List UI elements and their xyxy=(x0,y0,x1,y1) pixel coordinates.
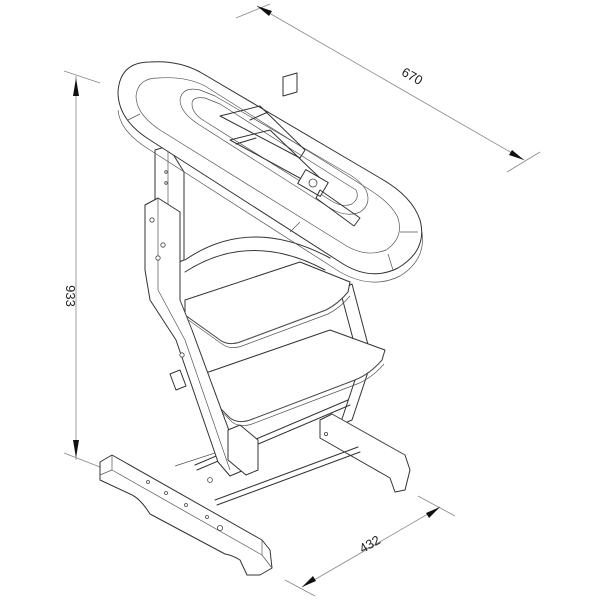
dimension-line xyxy=(256,5,525,161)
side-frame-right xyxy=(227,424,259,476)
arrow-icon xyxy=(73,440,79,458)
infant-seat-tray xyxy=(117,61,423,283)
dimension-width: 432 xyxy=(284,495,456,597)
extension-line xyxy=(235,3,271,19)
extension-line xyxy=(506,151,541,173)
dimension-depth: 670 xyxy=(235,3,541,173)
base-foot-left xyxy=(99,454,273,576)
arrow-icon xyxy=(73,78,79,96)
side-frame-left xyxy=(144,145,245,483)
foot-board xyxy=(199,329,386,426)
arrow-icon xyxy=(426,507,440,518)
dimension-line xyxy=(301,506,441,588)
extension-line xyxy=(63,70,101,84)
extension-line xyxy=(417,495,456,517)
dimension-label-height: 933 xyxy=(63,285,78,307)
extension-line xyxy=(63,452,101,468)
arrow-icon xyxy=(509,150,524,160)
extension-line xyxy=(284,579,316,597)
dimension-height: 933 xyxy=(63,70,101,468)
backrest xyxy=(184,236,331,273)
dimension-label-width: 432 xyxy=(357,532,383,556)
arrow-icon xyxy=(302,576,316,587)
seat-board xyxy=(184,261,351,348)
dimension-label-depth: 670 xyxy=(399,64,425,88)
arrow-icon xyxy=(257,6,272,16)
